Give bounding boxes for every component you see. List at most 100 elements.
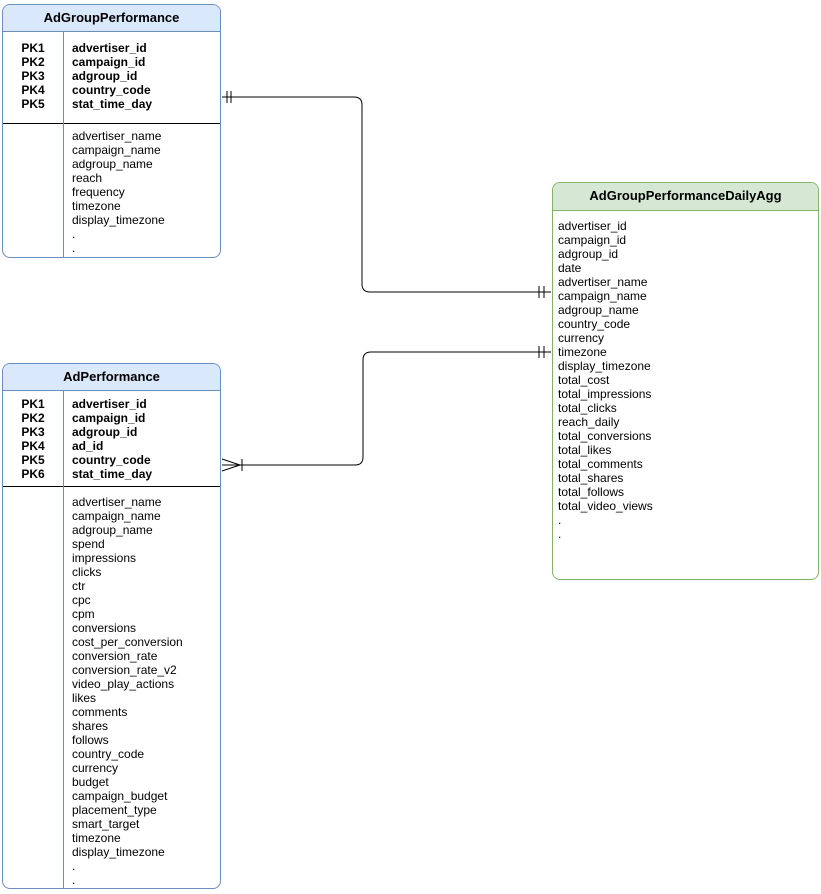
pk-label: PK2 [21,411,45,425]
field-name: campaign_id [558,233,627,247]
entity-title: AdGroupPerformanceDailyAgg [553,183,818,211]
pk-field-name: ad_id [72,439,104,453]
field-name: campaign_name [558,289,647,303]
fields-section: advertiser_name campaign_name adgroup_na… [3,124,220,257]
field-name: budget [72,775,109,789]
pk-field-name: stat_time_day [72,97,153,111]
pk-column-divider [63,32,64,257]
cardinality-crows-foot-icon [221,458,243,472]
field-name: total_likes [558,443,612,457]
entity-adgroup-performance-daily-agg[interactable]: AdGroupPerformanceDailyAgg advertiser_id… [552,182,819,580]
field-name: advertiser_name [72,129,162,143]
field-name: conversion_rate_v2 [72,663,177,677]
entity-adgroup-performance[interactable]: AdGroupPerformance PK1 advertiser_id PK2… [2,4,221,258]
relationship-line [222,96,551,293]
field-name: display_timezone [72,845,165,859]
field-name: total_video_views [558,499,653,513]
primary-key-row: PK5 stat_time_day [3,97,220,111]
field-name: smart_target [72,817,140,831]
field-name: total_clicks [558,401,617,415]
entity-title: AdGroupPerformance [3,5,220,32]
field-name: campaign_name [72,509,161,523]
field-name: frequency [72,185,125,199]
field-name: . [558,513,562,527]
pk-field-name: country_code [72,83,151,97]
pk-field-name: advertiser_id [72,41,147,55]
pk-label: PK5 [21,453,45,467]
entity-body: PK1 advertiser_id PK2 campaign_id PK3 ad… [3,391,220,888]
field-name: cpm [72,607,95,621]
field-name: campaign_budget [72,789,168,803]
entity-body: PK1 advertiser_id PK2 campaign_id PK3 ad… [3,32,220,257]
relationship-line [222,351,551,466]
pk-field-name: campaign_id [72,411,146,425]
field-name: total_shares [558,471,624,485]
field-name: . [72,241,76,255]
field-name: video_play_actions [72,677,175,691]
field-name: currency [72,761,119,775]
pk-label: PK5 [21,97,45,111]
field-name: spend [72,537,105,551]
field-name: ctr [72,579,86,593]
fields-section: advertiser_id campaign_id adgroup_id dat… [553,211,818,549]
pk-label: PK6 [21,467,45,481]
pk-field-name: stat_time_day [72,467,153,481]
field-name: . [558,527,562,541]
field-name: advertiser_name [558,275,648,289]
cardinality-exactly-one-icon [226,91,232,103]
field-name: follows [72,733,109,747]
field-name: total_cost [558,373,610,387]
entity-title: AdPerformance [3,364,220,391]
fields-section: advertiser_name campaign_name adgroup_na… [3,487,220,888]
field-name: total_comments [558,457,643,471]
field-name: adgroup_name [558,303,639,317]
pk-label: PK3 [21,425,45,439]
pk-label: PK4 [21,83,45,97]
field-name: adgroup_name [72,157,153,171]
pk-field-name: campaign_id [72,55,146,69]
field-name: total_conversions [558,429,652,443]
entity-ad-performance[interactable]: AdPerformance PK1 advertiser_id PK2 camp… [2,363,221,889]
field-name: placement_type [72,803,157,817]
relationship-adgroupperformance-to-dailyagg[interactable] [222,91,551,298]
relationship-adperformance-to-dailyagg[interactable] [221,346,551,472]
field-name: . [72,873,76,887]
pk-label: PK4 [21,439,45,453]
primary-key-section: PK1 advertiser_id PK2 campaign_id PK3 ad… [3,391,220,487]
field-name: timezone [72,831,121,845]
field-name: cost_per_conversion [72,635,183,649]
pk-label: PK1 [21,41,45,55]
field-name: display_timezone [558,359,651,373]
primary-key-row: PK6 stat_time_day [3,467,220,481]
primary-key-row: PK2 campaign_id [3,55,220,69]
field-name: total_impressions [558,387,652,401]
field-name: conversions [72,621,137,635]
field-name: currency [558,331,605,345]
primary-key-row: PK2 campaign_id [3,411,220,425]
primary-key-row: PK3 adgroup_id [3,69,220,83]
field-name: comments [72,705,128,719]
field-name: clicks [72,565,102,579]
field-name: conversion_rate [72,649,158,663]
primary-key-row: PK5 country_code [3,453,220,467]
primary-key-section: PK1 advertiser_id PK2 campaign_id PK3 ad… [3,32,220,124]
pk-field-name: adgroup_id [72,425,138,439]
field-name: country_code [72,747,145,761]
primary-key-row: PK4 ad_id [3,439,220,453]
primary-key-row: PK1 advertiser_id [3,41,220,55]
pk-column-divider [63,391,64,888]
cardinality-exactly-one-icon [538,346,545,358]
field-name: timezone [72,199,121,213]
field-name: . [72,227,76,241]
field-name: total_follows [558,485,625,499]
field-name: cpc [72,593,91,607]
primary-key-row: PK4 country_code [3,83,220,97]
pk-label: PK1 [21,397,45,411]
field-name: advertiser_id [558,219,627,233]
pk-field-name: country_code [72,453,151,467]
field-name: shares [72,719,109,733]
field-name: campaign_name [72,143,161,157]
primary-key-row: PK3 adgroup_id [3,425,220,439]
pk-field-name: adgroup_id [72,69,138,83]
field-name: date [558,261,582,275]
